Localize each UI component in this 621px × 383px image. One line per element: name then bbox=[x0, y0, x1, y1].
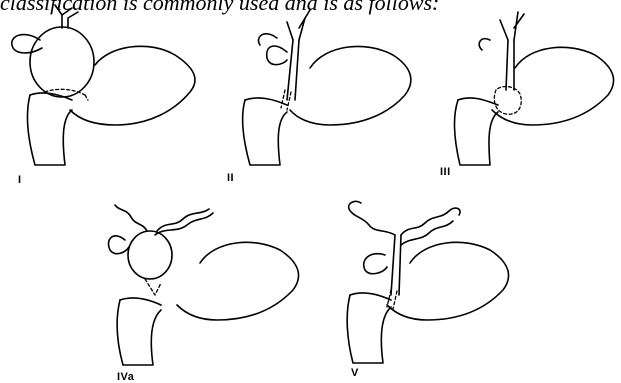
type-IVa-diagram: IVa bbox=[95, 195, 315, 383]
type-II-label: II bbox=[227, 172, 234, 184]
type-IVa-drawing bbox=[95, 195, 315, 383]
type-V-drawing bbox=[325, 195, 525, 383]
type-III-drawing bbox=[420, 0, 621, 190]
type-III-label: III bbox=[440, 166, 451, 178]
type-I-diagram: I bbox=[0, 0, 210, 190]
type-II-drawing bbox=[215, 0, 425, 190]
type-I-drawing bbox=[0, 0, 210, 190]
type-V-diagram: V bbox=[325, 195, 525, 383]
type-V-label: V bbox=[351, 367, 359, 379]
type-II-diagram: II bbox=[215, 0, 425, 190]
type-IVa-label: IVa bbox=[117, 371, 134, 383]
type-I-label: I bbox=[18, 174, 22, 186]
type-III-diagram: III bbox=[420, 0, 621, 190]
